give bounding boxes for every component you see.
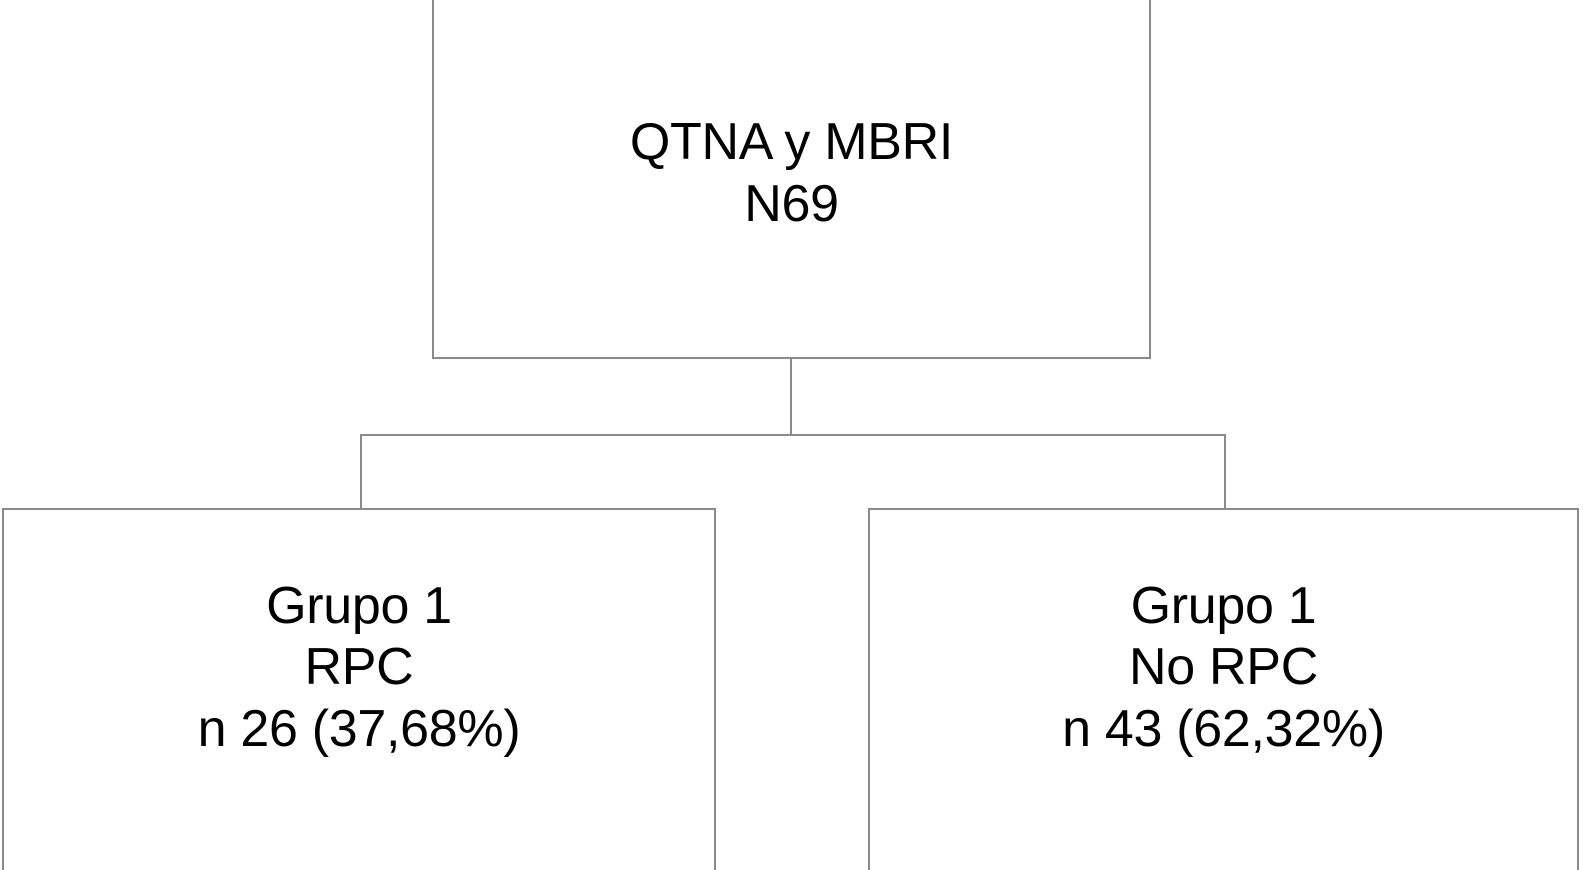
node-grupo-1-rpc-line-2: RPC — [304, 638, 414, 697]
node-root-line-2: N69 — [744, 174, 839, 233]
node-root: QTNA y MBRI N69 — [432, 0, 1151, 359]
node-root-line-1: QTNA y MBRI — [629, 113, 954, 172]
node-grupo-1-no-rpc-line-2: No RPC — [1129, 638, 1318, 697]
node-grupo-1-rpc-text: Grupo 1 RPC n 26 (37,68%) — [198, 576, 521, 760]
node-grupo-1-no-rpc-line-3: n 43 (62,32%) — [1062, 699, 1385, 758]
connector-branch-bar — [360, 434, 1226, 436]
node-grupo-1-no-rpc-line-1: Grupo 1 — [1130, 576, 1317, 635]
node-root-text: QTNA y MBRI N69 — [630, 112, 953, 235]
node-grupo-1-no-rpc: Grupo 1 No RPC n 43 (62,32%) — [868, 508, 1579, 870]
node-grupo-1-rpc-line-1: Grupo 1 — [266, 576, 452, 635]
node-grupo-1-no-rpc-text: Grupo 1 No RPC n 43 (62,32%) — [1062, 576, 1385, 760]
node-grupo-1-rpc: Grupo 1 RPC n 26 (37,68%) — [2, 508, 716, 870]
connector-drop-left — [360, 434, 362, 509]
connector-trunk — [790, 358, 792, 436]
connector-drop-right — [1224, 434, 1226, 509]
node-grupo-1-rpc-line-3: n 26 (37,68%) — [197, 699, 521, 758]
